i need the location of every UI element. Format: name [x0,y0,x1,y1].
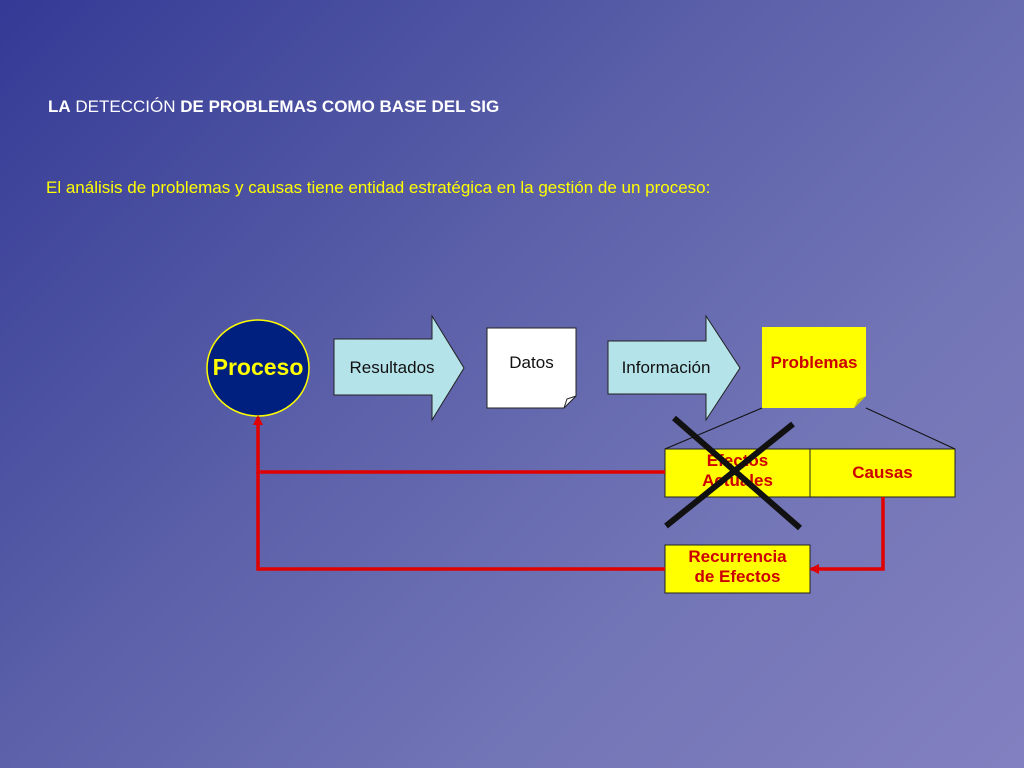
datos-document [486,327,577,409]
resultados-label: Resultados [349,358,435,377]
resultados-arrow [333,314,465,422]
efectos-label-line1: Efectos [706,451,769,470]
slide-title: LA DETECCIÓN DE PROBLEMAS COMO BASE DEL … [48,97,499,117]
title-part-3: DE PROBLEMAS COMO BASE DEL SIG [180,97,500,116]
efectos-label-line2: Actuales [702,470,773,490]
causas-label: Causas [852,463,913,482]
problemas-label: Problemas [770,353,858,372]
proceso-label: Proceso [212,354,304,380]
problemas-note [762,327,866,408]
recurrencia-label-line2: de Efectos [694,566,781,586]
causas-to-recurrencia-line [809,497,885,574]
datos-fold [563,395,577,409]
title-part-2: DETECCIÓN [70,97,181,116]
recurrencia-label-line1: Recurrencia [688,547,787,566]
title-part-1: LA [48,97,71,116]
informacion-label: Información [621,358,711,377]
recurrencia-to-proceso-line [256,472,665,571]
informacion-arrow [607,314,741,422]
efectos-to-proceso-line [253,415,665,474]
problemas-right-line [865,407,956,450]
problemas-note-curl [854,396,866,408]
slide-subtitle: El análisis de problemas y causas tiene … [46,178,711,197]
causas-box [809,448,956,498]
datos-label: Datos [509,353,554,372]
problemas-left-line [664,407,763,450]
